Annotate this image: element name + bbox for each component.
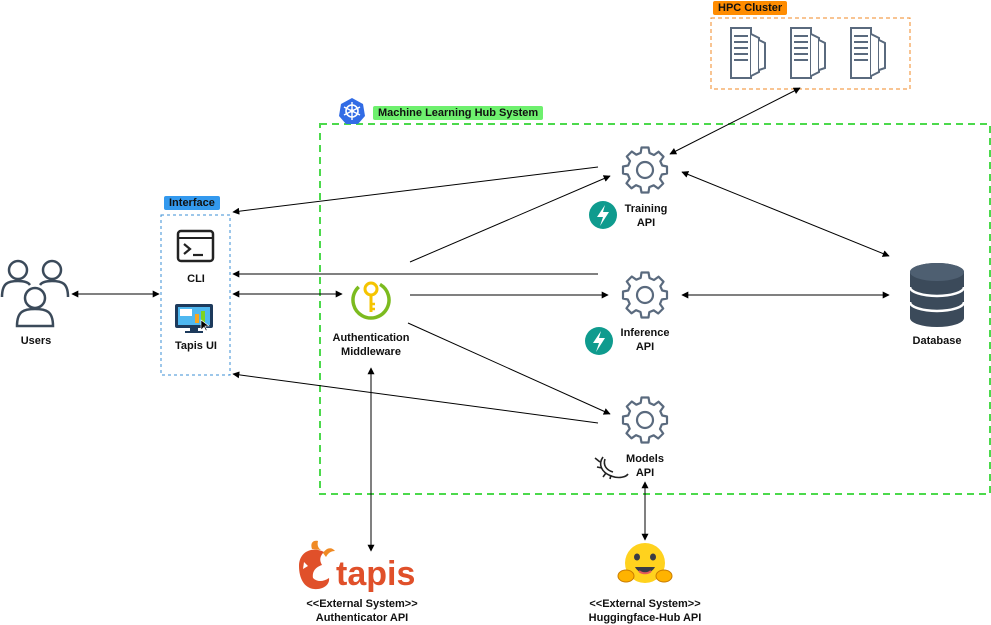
auth-middleware-line2: Middleware (341, 346, 401, 358)
tapis-ui-label: Tapis UI (175, 340, 217, 352)
gear-icon (621, 396, 669, 444)
kubernetes-icon (339, 98, 365, 124)
tapis-authenticator-label: <<External System>> Authenticator API (277, 597, 447, 625)
inference-api-line1: Inference (620, 327, 670, 339)
inference-api-line2: API (635, 341, 655, 353)
training-api-line2: API (636, 217, 656, 229)
connectors (71, 87, 890, 552)
arrow-models-interface (232, 371, 599, 424)
interface-title: Interface (164, 196, 220, 210)
tapis-logo-icon (299, 540, 335, 590)
interface-boundary (160, 214, 231, 376)
auth-middleware-line1: Authentication (332, 332, 410, 344)
arrow-auth-models (407, 322, 611, 415)
gear-icon (621, 271, 669, 319)
training-api-label: Training API (612, 202, 680, 230)
database-label: Database (912, 335, 962, 347)
models-api-line2: API (635, 467, 655, 479)
arrow-training-hpc (669, 87, 801, 155)
hpc-cluster-title: HPC Cluster (713, 1, 788, 15)
gear-icon (621, 146, 669, 194)
arrow-auth-training (409, 175, 611, 263)
huggingface-api-label: <<External System>> Huggingface-Hub API (560, 597, 730, 625)
ml-hub-system-boundary (319, 123, 991, 495)
tapis-logo-text: tapis (336, 555, 415, 593)
server-rack-icon (730, 27, 766, 79)
cli-label: CLI (187, 273, 205, 285)
server-rack-icon (790, 27, 826, 79)
auth-middleware-label: Authentication Middleware (316, 331, 426, 359)
terminal-icon (176, 229, 215, 263)
database-icon (908, 263, 966, 327)
models-api-label: Models API (612, 452, 678, 480)
monitor-icon (175, 304, 213, 333)
ml-hub-system-title: Machine Learning Hub System (373, 106, 544, 120)
arrow-training-database (681, 171, 890, 257)
key-icon (351, 280, 391, 320)
training-api-line1: Training (624, 203, 668, 215)
hugging-face-icon (617, 543, 673, 583)
server-rack-icon (850, 27, 886, 79)
hpc-cluster-boundary (710, 17, 911, 90)
inference-api-label: Inference API (610, 326, 680, 354)
huggingface-external-line1: <<External System>> (589, 598, 701, 610)
users-label: Users (20, 335, 52, 347)
tapis-external-line1: <<External System>> (306, 598, 418, 610)
flask-icon (594, 456, 629, 480)
models-api-line1: Models (626, 453, 664, 465)
fastapi-icon (589, 201, 617, 229)
huggingface-external-line2: Huggingface-Hub API (588, 612, 702, 624)
tapis-external-line2: Authenticator API (315, 612, 409, 624)
users-icon (0, 259, 70, 328)
arrow-training-interface (232, 166, 599, 215)
fastapi-icon (585, 327, 613, 355)
